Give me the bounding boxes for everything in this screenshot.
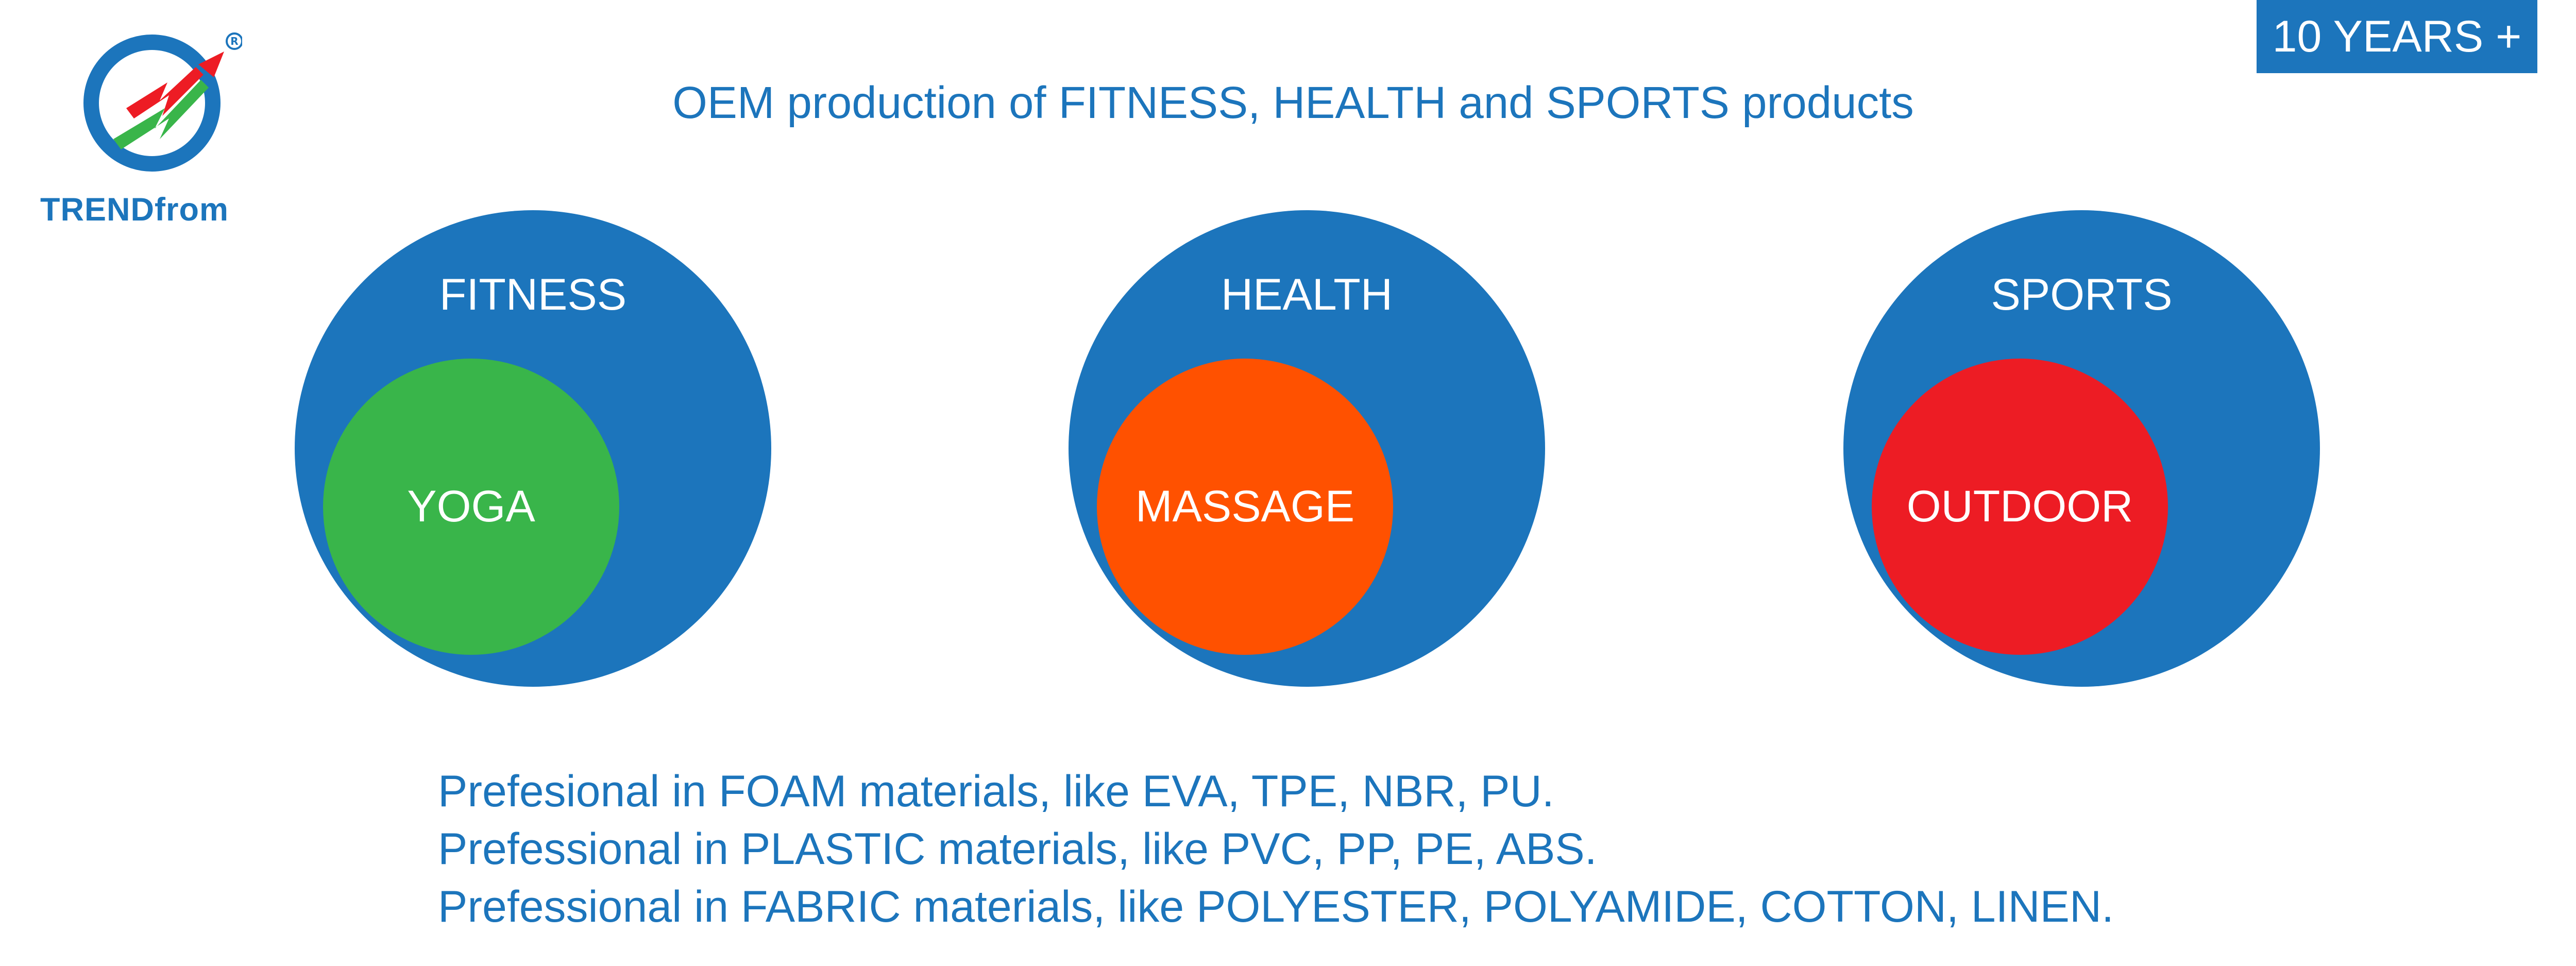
subcategory-circle-massage: MASSAGE xyxy=(1097,359,1393,655)
materials-line-fabric: Prefessional in FABRIC materials, like P… xyxy=(438,882,2114,931)
trend-arrow-logo-icon: R xyxy=(83,32,242,172)
materials-line-plastic: Prefessional in PLASTIC materials, like … xyxy=(438,824,1597,874)
category-circle-fitness: FITNESS YOGA xyxy=(295,210,771,687)
brand-logo: R TRENDfrom xyxy=(36,23,273,228)
category-label: HEALTH xyxy=(1221,270,1393,319)
svg-text:R: R xyxy=(230,35,238,47)
category-circle-sports: SPORTS OUTDOOR xyxy=(1843,210,2320,687)
materials-line-foam: Prefesional in FOAM materials, like EVA,… xyxy=(438,767,1554,816)
category-label: FITNESS xyxy=(439,270,627,319)
materials-list: Prefesional in FOAM materials, like EVA,… xyxy=(438,762,2114,936)
subcategory-circle-outdoor: OUTDOOR xyxy=(1872,359,2168,655)
years-badge: 10 YEARS + xyxy=(2257,0,2537,73)
page-title: OEM production of FITNESS, HEALTH and SP… xyxy=(672,78,1914,128)
category-circle-health: HEALTH MASSAGE xyxy=(1069,210,1545,687)
subcategory-circle-yoga: YOGA xyxy=(323,359,619,655)
brand-name: TRENDfrom xyxy=(40,192,229,228)
category-label: SPORTS xyxy=(1991,270,2173,319)
